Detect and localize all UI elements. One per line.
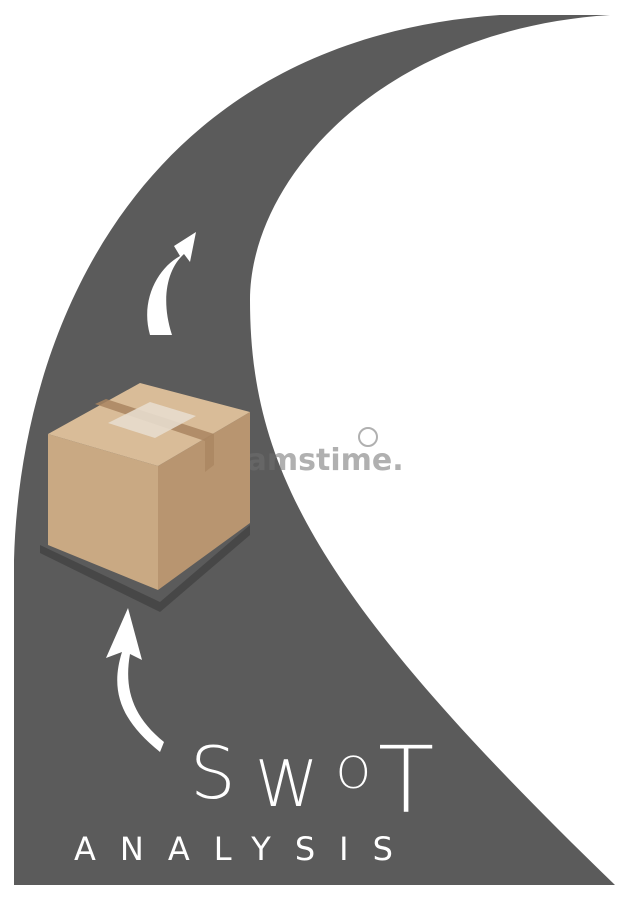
analysis-subtitle: ANALYSIS xyxy=(74,830,417,868)
curved-arrow-up-icon xyxy=(147,232,196,335)
swot-letter-o: O xyxy=(336,748,371,799)
cardboard-box-icon xyxy=(40,383,250,612)
curved-road xyxy=(14,15,615,885)
swot-letter-t: T xyxy=(378,727,434,834)
swot-title: S W O T xyxy=(190,727,434,834)
swot-letter-s: S xyxy=(190,731,236,815)
swot-letter-w: W xyxy=(255,748,318,822)
curved-arrow-up-icon xyxy=(106,608,164,752)
